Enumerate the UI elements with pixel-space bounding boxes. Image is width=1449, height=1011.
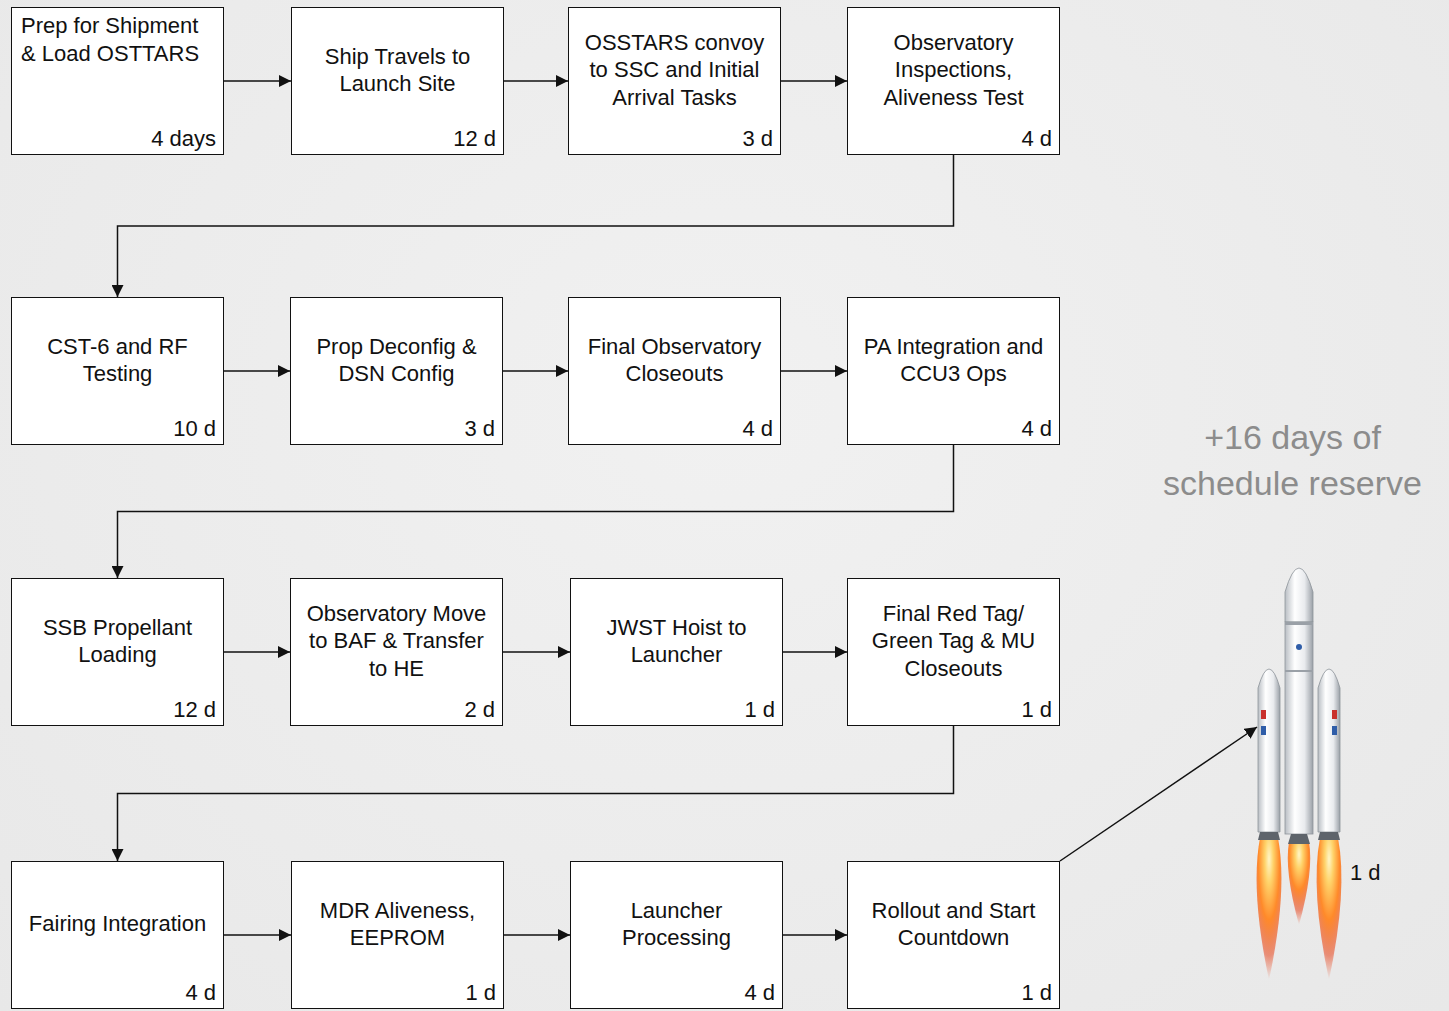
duration-label: 1 d [1021, 697, 1052, 723]
process-box: Final Red Tag/ Green Tag & MU Closeouts 1… [847, 578, 1060, 726]
task-name: Final Observatory Closeouts [579, 333, 770, 388]
duration-label: 10 d [173, 416, 216, 442]
process-box: Rollout and Start Countdown 1 d [847, 861, 1060, 1009]
flow-arrow [118, 445, 954, 578]
task-name: SSB Propellant Loading [22, 614, 213, 669]
core-flame [1288, 842, 1311, 925]
task-name: Fairing Integration [29, 910, 206, 938]
duration-label: 4 d [185, 980, 216, 1006]
core-nozzle [1288, 834, 1310, 844]
process-box: Ship Travels to Launch Site 12 d [291, 7, 504, 155]
flow-arrow [118, 726, 954, 861]
process-box: Launcher Processing 4 d [570, 861, 783, 1009]
process-box: Prop Deconfig & DSN Config 3 d [290, 297, 503, 445]
flow-arrow [783, 651, 847, 653]
duration-label: 2 d [464, 697, 495, 723]
flow-arrow [1060, 727, 1257, 861]
launch-step: 1 d [1258, 550, 1408, 990]
duration-label: 1 d [1021, 980, 1052, 1006]
flow-arrow [224, 370, 290, 372]
flow-arrow [504, 934, 570, 936]
core-band [1285, 622, 1313, 625]
logo-mark [1296, 644, 1302, 650]
duration-label: 1 d [465, 980, 496, 1006]
duration-label: 4 d [742, 416, 773, 442]
task-name: Ship Travels to Launch Site [302, 43, 493, 98]
duration-label: 3 d [464, 416, 495, 442]
rocket-body [1258, 568, 1340, 844]
booster-flame [1257, 838, 1282, 980]
flow-arrow [224, 651, 290, 653]
flow-arrow [224, 80, 291, 82]
process-box: MDR Aliveness, EEPROM 1 d [291, 861, 504, 1009]
duration-label: 3 d [742, 126, 773, 152]
flag-mark [1332, 726, 1337, 735]
task-name: Final Red Tag/ Green Tag & MU Closeouts [858, 600, 1049, 683]
rocket-illustration [1258, 550, 1408, 990]
flow-arrow [781, 80, 847, 82]
process-box: Observatory Inspections, Aliveness Test 4… [847, 7, 1060, 155]
task-name: Prep for Shipment & Load OSTTARS [21, 12, 213, 67]
flow-arrow [504, 80, 568, 82]
flow-arrow [503, 370, 568, 372]
flag-mark [1332, 710, 1337, 719]
task-name: Launcher Processing [581, 897, 772, 952]
task-name: Prop Deconfig & DSN Config [301, 333, 492, 388]
process-box: CST-6 and RF Testing 10 d [11, 297, 224, 445]
duration-label: 1 d [1350, 860, 1381, 886]
task-name: JWST Hoist to Launcher [581, 614, 772, 669]
booster-flame [1317, 838, 1342, 980]
duration-label: 4 d [1021, 416, 1052, 442]
duration-label: 1 d [744, 697, 775, 723]
duration-label: 4 d [1021, 126, 1052, 152]
left-booster [1258, 669, 1280, 832]
right-booster [1318, 669, 1340, 832]
booster-nozzle [1258, 832, 1280, 840]
flow-arrow [224, 934, 291, 936]
task-name: OSSTARS convoy to SSC and Initial Arriva… [579, 29, 770, 112]
task-name: Observatory Move to BAF & Transfer to HE [301, 600, 492, 683]
process-box: OSSTARS convoy to SSC and Initial Arriva… [568, 7, 781, 155]
flow-arrow [503, 651, 570, 653]
task-name: MDR Aliveness, EEPROM [302, 897, 493, 952]
duration-label: 4 d [744, 980, 775, 1006]
process-box: Fairing Integration 4 d [11, 861, 224, 1009]
rocket-flames [1257, 838, 1342, 980]
duration-label: 12 d [173, 697, 216, 723]
flow-arrow [781, 370, 847, 372]
booster-nozzle [1318, 832, 1340, 840]
flow-arrow [118, 155, 954, 297]
process-box: Final Observatory Closeouts 4 d [568, 297, 781, 445]
process-box: Prep for Shipment & Load OSTTARS 4 days [11, 7, 224, 155]
process-box: SSB Propellant Loading 12 d [11, 578, 224, 726]
fairing [1285, 568, 1313, 622]
core-band [1285, 670, 1313, 672]
task-name: PA Integration and CCU3 Ops [858, 333, 1049, 388]
process-box: Observatory Move to BAF & Transfer to HE… [290, 578, 503, 726]
task-name: CST-6 and RF Testing [22, 333, 213, 388]
core-stage [1285, 622, 1313, 834]
process-box: JWST Hoist to Launcher 1 d [570, 578, 783, 726]
task-name: Rollout and Start Countdown [858, 897, 1049, 952]
reserve-note: +16 days of schedule reserve [1140, 415, 1445, 507]
flag-mark [1261, 726, 1266, 735]
process-box: PA Integration and CCU3 Ops 4 d [847, 297, 1060, 445]
duration-label: 4 days [151, 126, 216, 152]
flow-arrow [783, 934, 847, 936]
duration-label: 12 d [453, 126, 496, 152]
flag-mark [1261, 710, 1266, 719]
task-name: Observatory Inspections, Aliveness Test [858, 29, 1049, 112]
